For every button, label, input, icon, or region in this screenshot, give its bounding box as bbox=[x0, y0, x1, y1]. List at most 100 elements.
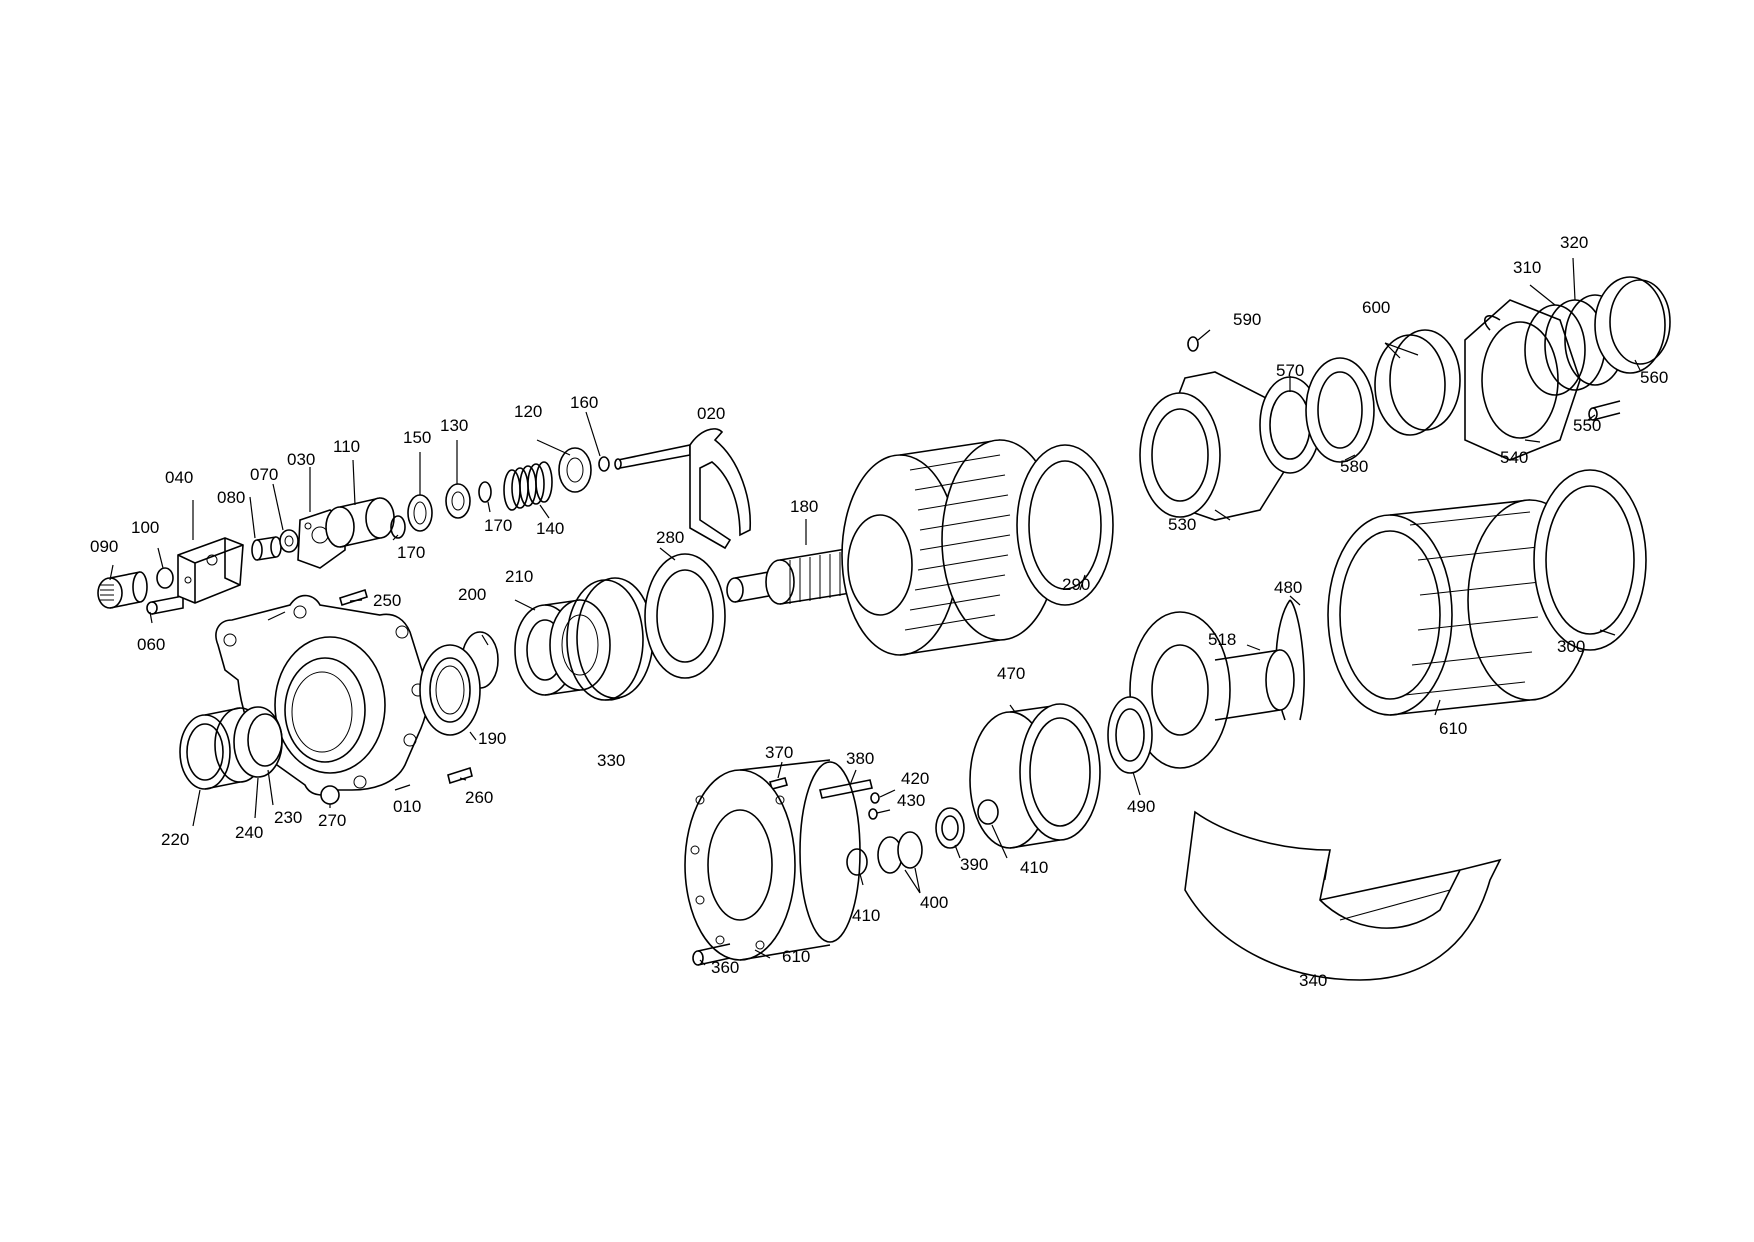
part-400-needle-bearing bbox=[877, 831, 923, 874]
callout-280: 280 bbox=[656, 528, 684, 547]
callout-060: 060 bbox=[137, 635, 165, 654]
part-260-pin bbox=[447, 766, 473, 785]
part-070-washer bbox=[279, 529, 299, 553]
part-210-synchro bbox=[514, 599, 611, 696]
callout-390: 390 bbox=[960, 855, 988, 874]
part-060-bolt bbox=[146, 595, 184, 615]
callout-030: 030 bbox=[287, 450, 315, 469]
callout-210: 210 bbox=[505, 567, 533, 586]
part-610-planet-carrier bbox=[684, 759, 861, 961]
callout-360: 360 bbox=[711, 958, 739, 977]
part-090-sensor bbox=[97, 571, 148, 609]
callout-040: 040 bbox=[165, 468, 193, 487]
part-110-piston bbox=[325, 497, 395, 548]
part-010-housing bbox=[215, 594, 429, 796]
part-270-plug bbox=[320, 785, 340, 805]
part-080-sleeve bbox=[251, 536, 282, 561]
part-410-washer-b bbox=[846, 848, 868, 876]
callout-220: 220 bbox=[161, 830, 189, 849]
part-150-bearing bbox=[407, 494, 433, 532]
callout-550: 550 bbox=[1573, 416, 1601, 435]
part-230-240-bearing bbox=[233, 706, 283, 778]
part-290-bearing bbox=[1016, 444, 1114, 606]
part-420-430-balls bbox=[868, 792, 880, 820]
part-220-seal bbox=[179, 707, 266, 790]
part-340-guard bbox=[1184, 810, 1502, 981]
part-140-spring bbox=[503, 461, 553, 511]
part-360-bolt bbox=[692, 943, 731, 966]
callout-170: 170 bbox=[397, 543, 425, 562]
callout-130: 130 bbox=[440, 416, 468, 435]
callout-310: 310 bbox=[1513, 258, 1541, 277]
callout-170: 170 bbox=[484, 516, 512, 535]
callout-518: 518 bbox=[1208, 630, 1236, 649]
part-410-washer-a bbox=[977, 799, 999, 825]
callout-230: 230 bbox=[274, 808, 302, 827]
callout-200: 200 bbox=[458, 585, 486, 604]
callout-180: 180 bbox=[790, 497, 818, 516]
callout-340: 340 bbox=[1299, 971, 1327, 990]
callout-100: 100 bbox=[131, 518, 159, 537]
callout-490: 490 bbox=[1127, 797, 1155, 816]
part-250-pin bbox=[339, 588, 368, 607]
part-170-ring-b bbox=[478, 481, 492, 503]
callout-020: 020 bbox=[697, 404, 725, 423]
part-550-bolt bbox=[1588, 400, 1621, 421]
callout-600: 600 bbox=[1362, 298, 1390, 317]
callout-610: 610 bbox=[782, 947, 810, 966]
callout-120: 120 bbox=[514, 402, 542, 421]
callout-370: 370 bbox=[765, 743, 793, 762]
part-160-ring bbox=[598, 456, 610, 472]
callout-070: 070 bbox=[250, 465, 278, 484]
part-580-bearing bbox=[1305, 357, 1375, 463]
part-600-rings bbox=[1374, 329, 1461, 436]
callout-290: 290 bbox=[1062, 575, 1090, 594]
callout-250: 250 bbox=[373, 591, 401, 610]
part-490-bearing bbox=[1107, 696, 1153, 774]
callout-540: 540 bbox=[1500, 448, 1528, 467]
callout-320: 320 bbox=[1560, 233, 1588, 252]
callout-560: 560 bbox=[1640, 368, 1668, 387]
part-300-ring bbox=[1533, 469, 1647, 651]
part-518-gear-shaft bbox=[1129, 611, 1295, 769]
callout-080: 080 bbox=[217, 488, 245, 507]
callout-160: 160 bbox=[570, 393, 598, 412]
part-590-pin bbox=[1187, 336, 1199, 352]
callout-570: 570 bbox=[1276, 361, 1304, 380]
part-470-ring-gear bbox=[969, 703, 1101, 849]
callout-420: 420 bbox=[901, 769, 929, 788]
callout-410: 410 bbox=[852, 906, 880, 925]
part-130-washer bbox=[445, 483, 471, 519]
callout-470: 470 bbox=[997, 664, 1025, 683]
callout-140: 140 bbox=[536, 519, 564, 538]
callout-110: 110 bbox=[333, 437, 360, 456]
callout-240: 240 bbox=[235, 823, 263, 842]
leader-lines bbox=[109, 257, 1641, 966]
callout-580: 580 bbox=[1340, 457, 1368, 476]
callout-labels: 010 020 030 040 060 070 080 090 100 110 … bbox=[90, 233, 1668, 990]
callout-190: 190 bbox=[478, 729, 506, 748]
callout-610: 610 bbox=[1439, 719, 1467, 738]
part-170-ring-a bbox=[390, 515, 406, 539]
part-190-bearing bbox=[419, 644, 481, 736]
part-540-plate bbox=[1464, 299, 1581, 461]
callout-380: 380 bbox=[846, 749, 874, 768]
part-280-bearing bbox=[644, 553, 726, 679]
callout-010: 010 bbox=[393, 797, 421, 816]
part-020-fork bbox=[614, 428, 751, 550]
part-560-ring bbox=[1594, 276, 1671, 374]
callout-480: 480 bbox=[1274, 578, 1302, 597]
part-390-planet-gear bbox=[935, 807, 965, 849]
part-120-bearing bbox=[558, 447, 592, 493]
callout-300: 300 bbox=[1557, 637, 1585, 656]
callout-410: 410 bbox=[1020, 858, 1048, 877]
callout-400: 400 bbox=[920, 893, 948, 912]
callout-530: 530 bbox=[1168, 515, 1196, 534]
callout-150: 150 bbox=[403, 428, 431, 447]
part-040-housing bbox=[177, 537, 244, 604]
part-530-flange bbox=[1139, 371, 1286, 521]
callout-590: 590 bbox=[1233, 310, 1261, 329]
part-380-shaft bbox=[819, 779, 873, 799]
